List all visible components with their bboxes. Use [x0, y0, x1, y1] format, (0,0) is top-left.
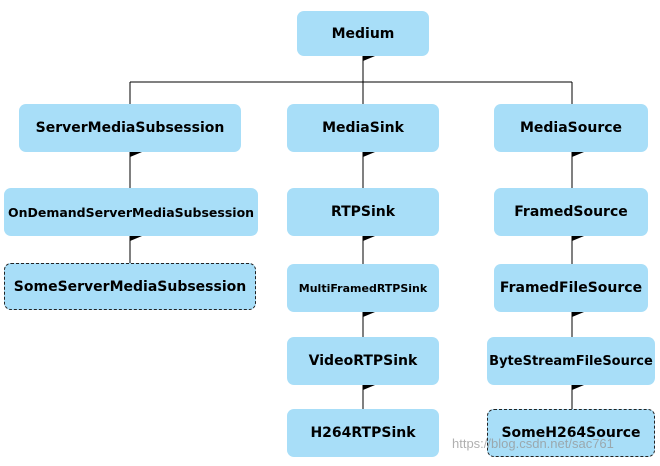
node-ondemand-server-media-subsession: OnDemandServerMediaSubsession	[4, 188, 258, 236]
node-some-h264-source: SomeH264Source	[487, 409, 655, 457]
node-byte-stream-file-source: ByteStreamFileSource	[487, 337, 655, 385]
node-h264-rtp-sink: H264RTPSink	[287, 409, 439, 457]
node-medium: Medium	[297, 11, 429, 56]
node-media-source: MediaSource	[494, 104, 648, 152]
node-framed-source: FramedSource	[494, 188, 648, 236]
node-server-media-subsession: ServerMediaSubsession	[19, 104, 241, 152]
node-some-server-media-subsession: SomeServerMediaSubsession	[4, 263, 256, 310]
node-video-rtp-sink: VideoRTPSink	[287, 337, 439, 385]
node-framed-file-source: FramedFileSource	[494, 264, 648, 312]
node-multiframed-rtp-sink: MultiFramedRTPSink	[287, 264, 439, 312]
node-media-sink: MediaSink	[287, 104, 439, 152]
node-rtp-sink: RTPSink	[287, 188, 439, 236]
watermark-text: https://blog.csdn.net/sac761	[452, 436, 614, 451]
